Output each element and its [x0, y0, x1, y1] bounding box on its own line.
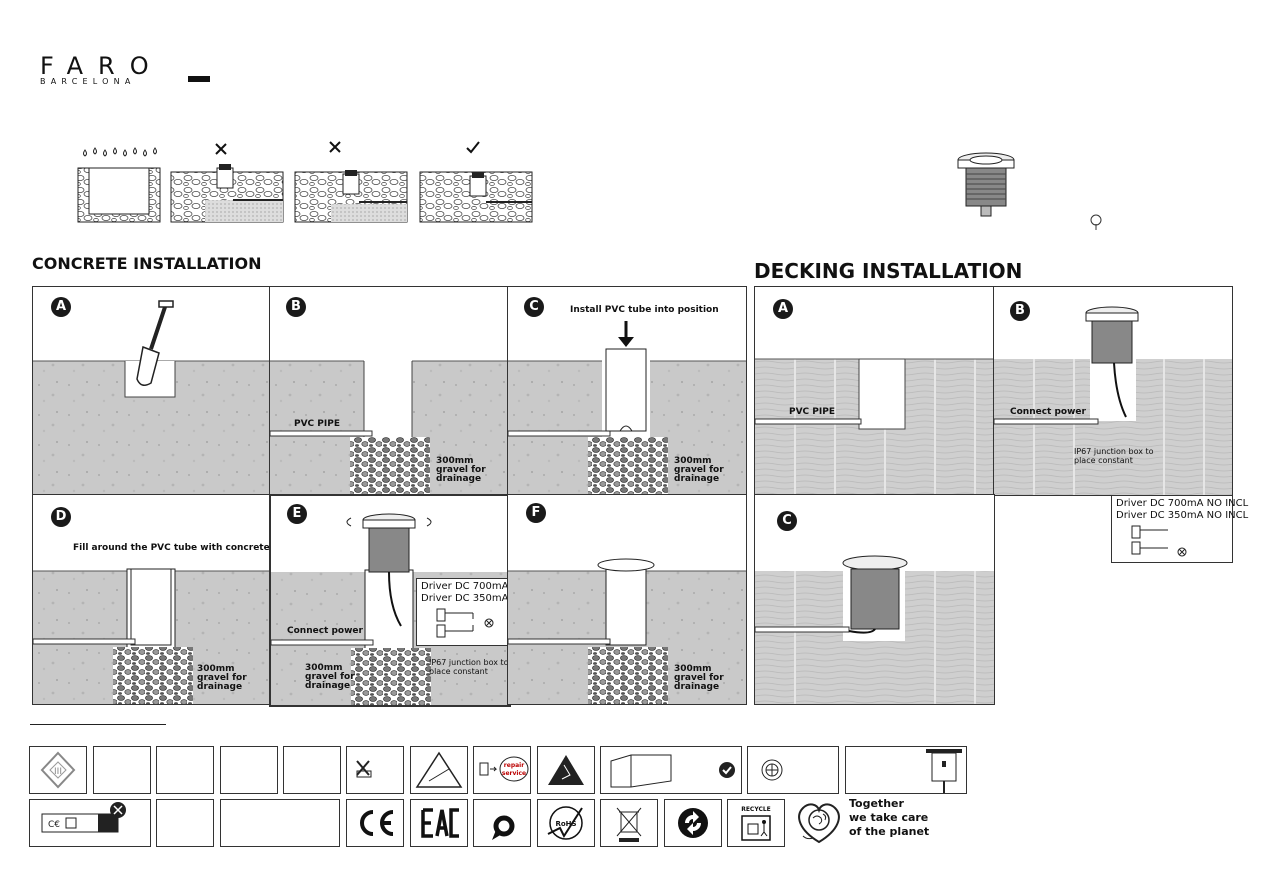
wiring-diagram — [436, 608, 494, 638]
recycle-text: RECYCLE — [741, 806, 771, 813]
flame-icon — [473, 799, 531, 847]
brand-name: FARO — [40, 52, 164, 80]
pvc-pipe-label: PVC PIPE — [789, 407, 835, 417]
no-cover-icon — [346, 746, 404, 794]
svg-text:C€: C€ — [48, 820, 60, 830]
decking-step-a: A PVC PIPE — [754, 286, 995, 496]
ce-icon — [346, 799, 404, 847]
step-badge: C — [777, 511, 797, 531]
service-text: service — [502, 770, 526, 777]
empty-icon-slot — [283, 746, 341, 794]
planet-heart-icon — [798, 803, 840, 844]
repair-service-icon: repair service — [473, 746, 531, 794]
wiring-diagram — [1131, 525, 1187, 557]
empty-icon-slot — [156, 746, 214, 794]
label-icon: C€ — [29, 799, 151, 847]
brand-sub: BARCELONA — [40, 77, 136, 86]
impact-icon — [410, 746, 468, 794]
concrete-step-a: A — [32, 286, 271, 496]
repair-text: repair — [504, 762, 524, 769]
product-image — [957, 152, 1102, 230]
step-badge: C — [524, 297, 544, 317]
empty-icon-slot — [220, 799, 340, 847]
grill-icon — [747, 746, 839, 794]
green-dot-icon — [664, 799, 722, 847]
driver-box: Driver DC 700mA NO INCL Driver DC 350mA … — [1111, 495, 1248, 563]
svg-text:III: III — [54, 767, 62, 777]
brand-logo: FARO BARCELONA — [40, 52, 210, 86]
rohs-icon: RoHS — [537, 799, 595, 847]
step-badge: E — [287, 504, 307, 524]
esd-icon — [537, 746, 595, 794]
step-badge: D — [51, 507, 71, 527]
concrete-step-d: D Fill around the PVC tube with concrete… — [32, 494, 271, 705]
divider — [30, 724, 166, 725]
empty-icon-slot — [156, 799, 214, 847]
concrete-title: CONCRETE INSTALLATION — [32, 254, 262, 273]
class-iii-icon: III — [29, 746, 87, 794]
together-text: Together we take care of the planet — [849, 797, 930, 838]
eac-icon — [410, 799, 468, 847]
step-badge: B — [286, 297, 306, 317]
connect-power-label: Connect power — [1010, 407, 1086, 417]
decking-step-c: C — [754, 494, 995, 705]
empty-icon-slot — [220, 746, 278, 794]
step-caption: Fill around the PVC tube with concrete — [73, 543, 270, 553]
fixture-section-icon — [845, 746, 967, 794]
svg-text:RoHS: RoHS — [555, 820, 576, 828]
drainage-diagram — [77, 141, 533, 223]
decking-title: DECKING INSTALLATION — [754, 259, 1023, 283]
step-badge: A — [773, 299, 793, 319]
empty-icon-slot — [93, 746, 151, 794]
recycle-icon: RECYCLE — [727, 799, 785, 847]
step-badge: B — [1010, 301, 1030, 321]
step-caption: Install PVC tube into position — [570, 305, 719, 315]
logo-bar — [188, 76, 210, 82]
weee-icon — [600, 799, 658, 847]
step-badge: A — [51, 297, 71, 317]
connect-power-label: Connect power — [287, 626, 363, 636]
insulation-box-icon — [600, 746, 742, 794]
pvc-pipe-label: PVC PIPE — [294, 419, 340, 429]
step-badge: F — [526, 503, 546, 523]
